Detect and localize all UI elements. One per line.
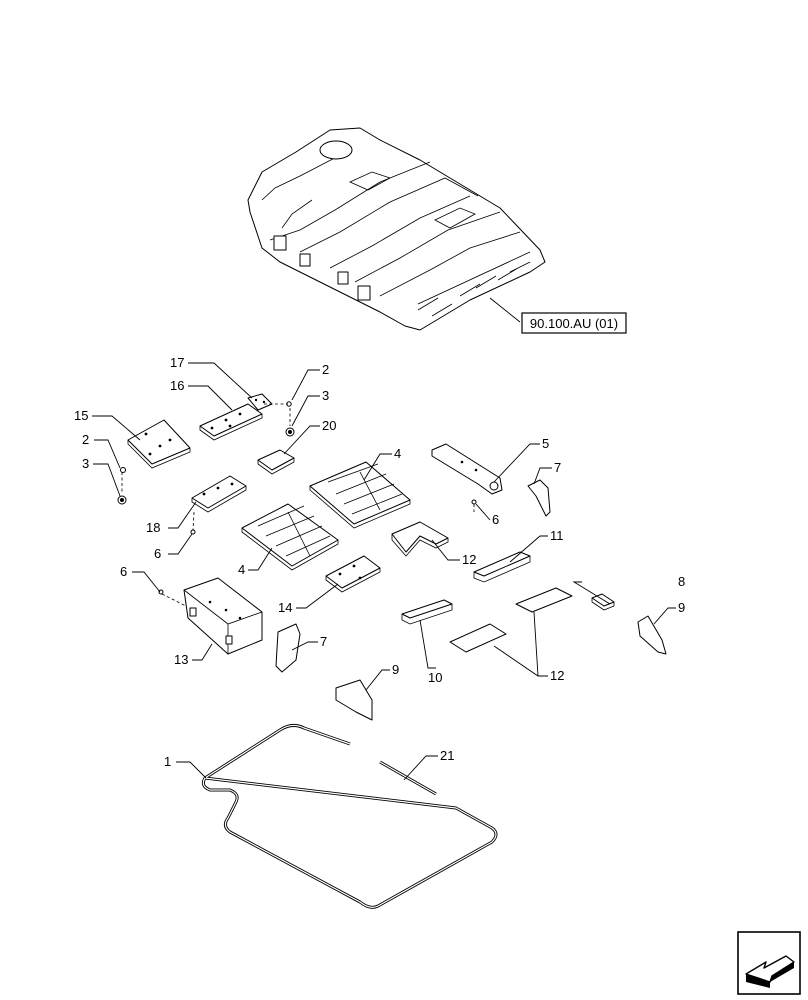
part-17	[127, 419, 191, 469]
callout-12-label: 12	[550, 668, 564, 683]
callout-1: 1	[164, 754, 171, 769]
callout-9-lower: 9	[392, 662, 399, 677]
callout-18: 16	[170, 378, 184, 393]
callout-10: 11	[550, 528, 564, 543]
arrow-next-page-icon[interactable]	[737, 931, 801, 995]
fastener-3-left	[117, 495, 127, 505]
part-8	[591, 593, 615, 611]
callout-7-upper: 7	[554, 460, 561, 475]
leader-lines	[92, 362, 676, 781]
part-11	[391, 521, 449, 557]
callout-3-left: 3	[82, 456, 89, 471]
fastener-3-right	[285, 427, 295, 437]
callout-labels: 17 16 15 2 3 2 3 20 4 5 7 6 18 6 11 4 12…	[74, 355, 685, 769]
part-13	[401, 599, 453, 625]
callout-17: 15	[74, 408, 88, 423]
callout-9-right: 9	[678, 600, 685, 615]
part-20	[257, 449, 295, 475]
part-10	[473, 551, 531, 583]
fastener-6-mid	[190, 529, 196, 535]
callout-3-right: 3	[322, 388, 329, 403]
fastener-2-left	[120, 467, 126, 473]
part-18	[199, 403, 263, 441]
callout-11: 12	[462, 552, 476, 567]
fastener-6-left	[158, 589, 164, 595]
callout-21: 21	[440, 748, 454, 763]
callout-7-lower: 7	[320, 634, 327, 649]
callout-8: 8	[678, 574, 685, 589]
callout-6-mid: 6	[154, 546, 161, 561]
part-5	[431, 443, 503, 495]
part-4-lower	[241, 503, 339, 571]
callout-4-lower: 4	[238, 562, 245, 577]
callout-5: 5	[542, 436, 549, 451]
part-16	[191, 475, 247, 513]
seal-1	[201, 723, 498, 909]
part-7-upper	[527, 479, 551, 517]
callout-2-left: 2	[82, 432, 89, 447]
reference-box[interactable]: 90.100.AU (01)	[521, 312, 627, 334]
callout-4-upper: 4	[394, 446, 401, 461]
roof-assembly	[247, 127, 546, 331]
part-7-lower	[275, 623, 301, 673]
reference-label: 90.100.AU (01)	[530, 316, 618, 331]
fastener-6-right	[471, 499, 477, 505]
callout-15: 13	[174, 652, 188, 667]
callout-14: 14	[278, 600, 292, 615]
part-15	[183, 577, 263, 655]
part-12-lower	[449, 623, 507, 653]
part-4-upper	[309, 461, 411, 529]
callout-13: 10	[428, 670, 442, 685]
part-9-right	[637, 615, 667, 655]
callout-19: 17	[170, 355, 184, 370]
callout-6-right: 6	[492, 512, 499, 527]
part-9-lower	[335, 679, 373, 721]
callout-20: 20	[322, 418, 336, 433]
callout-6-left: 6	[120, 564, 127, 579]
callout-16: 18	[146, 520, 160, 535]
part-14	[325, 555, 381, 593]
part-12-upper	[515, 587, 573, 613]
callout-2-right: 2	[322, 362, 329, 377]
